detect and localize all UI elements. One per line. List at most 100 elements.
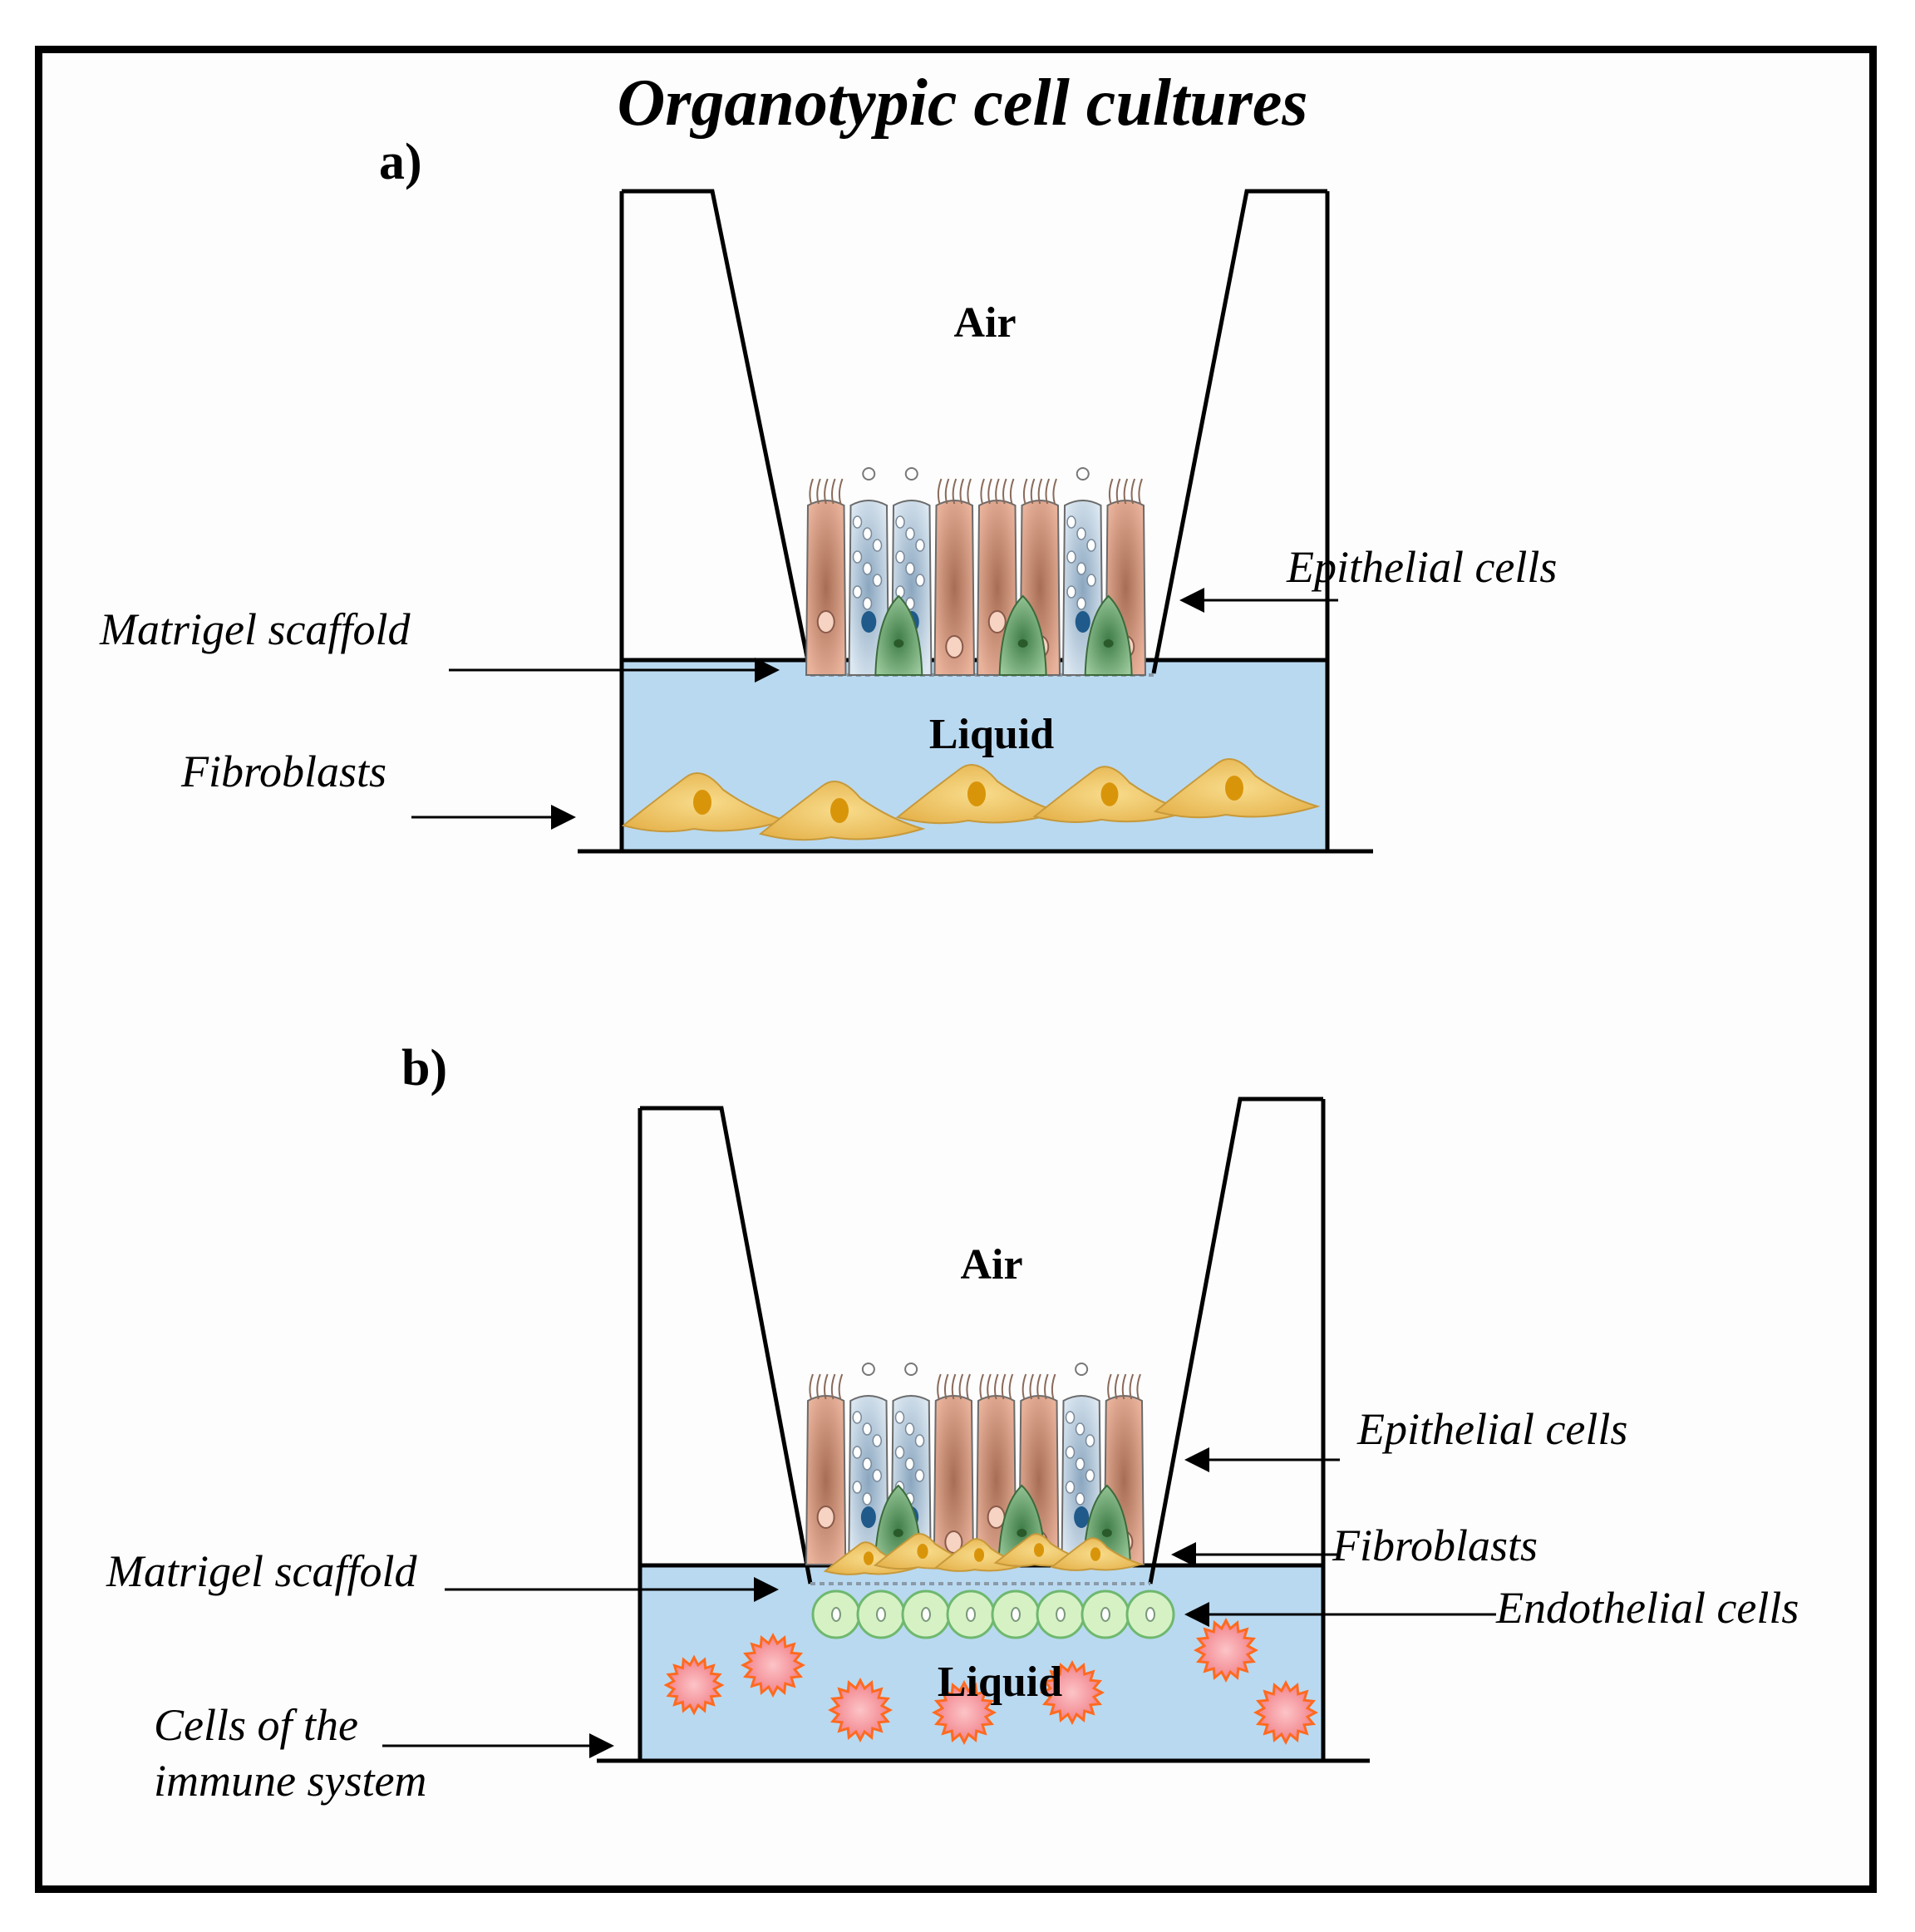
mucus-granule xyxy=(872,1469,882,1482)
immune-cell xyxy=(828,1678,893,1742)
mucus-granule xyxy=(1075,1457,1085,1471)
figure-title: Organotypic cell cultures xyxy=(617,67,1307,140)
endothelial-nucleus xyxy=(876,1607,886,1622)
cilium xyxy=(937,1373,942,1400)
mucus-granule xyxy=(1086,539,1096,552)
fibroblast-nucleus xyxy=(1100,782,1119,806)
mucus-granule xyxy=(852,515,863,529)
fibroblast-nucleus xyxy=(1225,776,1243,801)
mucus-granule xyxy=(915,539,925,552)
fibroblast-nucleus xyxy=(1090,1547,1101,1561)
mucus-granule xyxy=(895,550,905,564)
panel-b-immune-label-line1: Cells of the xyxy=(154,1700,358,1750)
mucus-granule xyxy=(894,1411,905,1424)
cilium xyxy=(937,478,943,505)
cell-nucleus xyxy=(1074,1506,1090,1528)
panel-a: a) Air Liquid Epithelial cells Matrigel … xyxy=(99,134,1557,854)
mucus-granule xyxy=(905,527,915,540)
cilium xyxy=(987,1373,992,1400)
endothelial-nucleus xyxy=(921,1607,931,1622)
cilium xyxy=(830,1373,836,1400)
cilium xyxy=(838,1373,844,1400)
panel-a-fibroblasts xyxy=(621,758,1321,841)
endothelial-nucleus xyxy=(1145,1607,1155,1622)
cell-nucleus xyxy=(987,610,1007,633)
mucus-granule xyxy=(862,1492,872,1506)
cell-nucleus xyxy=(816,610,835,633)
cilium xyxy=(943,1373,949,1400)
panel-a-label: a) xyxy=(379,134,422,190)
mucus-granule xyxy=(1076,562,1086,575)
panel-a-matrigel-label: Matrigel scaffold xyxy=(99,604,411,654)
cilium xyxy=(1044,1373,1049,1400)
cilium xyxy=(987,478,992,505)
mucus-droplet xyxy=(1076,467,1090,481)
cilium xyxy=(979,1373,984,1400)
cilium xyxy=(944,478,950,505)
mucus-granule xyxy=(895,585,905,599)
cilium xyxy=(1030,478,1036,505)
mucus-granule xyxy=(1075,1422,1085,1436)
cilium xyxy=(1115,478,1121,505)
cilium xyxy=(1021,1373,1027,1400)
cilium xyxy=(1022,478,1028,505)
cilium xyxy=(1114,1373,1120,1400)
mucus-droplet xyxy=(904,467,918,481)
cilium xyxy=(831,478,836,505)
immune-cell xyxy=(1253,1680,1318,1745)
endothelial-nucleus xyxy=(831,1607,841,1622)
mucus-granule xyxy=(852,1411,862,1424)
mucus-granule xyxy=(1076,597,1086,610)
mucus-droplet xyxy=(904,1363,918,1376)
cell-nucleus xyxy=(1075,611,1090,633)
cilium xyxy=(1037,478,1043,505)
cilium xyxy=(1129,1373,1135,1400)
panel-a-air-label: Air xyxy=(953,299,1016,347)
fibroblast-nucleus xyxy=(967,781,986,806)
cilium xyxy=(809,1373,814,1400)
endothelial-nucleus xyxy=(1056,1607,1066,1622)
panel-b-fibroblasts xyxy=(823,1533,1145,1575)
mucus-granule xyxy=(1085,1469,1095,1482)
panel-a-insert xyxy=(622,189,1327,674)
mucus-granule xyxy=(1066,550,1076,564)
panel-b-epithelium xyxy=(805,1363,1145,1565)
cell-nucleus xyxy=(894,639,904,648)
cilium xyxy=(995,478,1000,505)
mucus-granule xyxy=(872,1434,882,1447)
cell-nucleus xyxy=(816,1506,835,1529)
cilium xyxy=(838,478,844,505)
mucus-granule xyxy=(1066,515,1076,529)
cilium xyxy=(980,478,985,505)
fibroblast-nucleus xyxy=(693,790,711,815)
mucus-granule xyxy=(915,574,925,587)
cilium xyxy=(1130,478,1136,505)
cell-nucleus xyxy=(861,611,877,633)
cilium xyxy=(994,1373,999,1400)
fibroblast-nucleus xyxy=(1033,1543,1045,1557)
cilium xyxy=(958,1373,964,1400)
mucus-granule xyxy=(852,1446,862,1459)
cilium xyxy=(1045,478,1051,505)
cilium xyxy=(1036,1373,1041,1400)
mucus-granule xyxy=(852,550,863,564)
panel-a-liquid-label: Liquid xyxy=(929,711,1054,758)
mucus-granule xyxy=(1075,1492,1085,1506)
ciliated-cell xyxy=(933,1395,975,1565)
panel-b-matrigel-label: Matrigel scaffold xyxy=(106,1546,417,1596)
mucus-granule xyxy=(1065,1481,1076,1494)
mucus-granule xyxy=(852,1481,862,1494)
mucus-granule xyxy=(872,539,883,552)
mucus-granule xyxy=(862,1457,872,1471)
cell-nucleus xyxy=(1017,639,1028,648)
panel-b-endothelium xyxy=(811,1589,1175,1639)
cilium xyxy=(1107,1373,1112,1400)
ciliated-cell xyxy=(805,500,847,676)
mucus-droplet xyxy=(862,467,876,481)
cilium xyxy=(952,478,958,505)
mucus-granule xyxy=(1076,527,1086,540)
cilium xyxy=(1051,1373,1056,1400)
basal-cell xyxy=(1084,594,1133,676)
cilium xyxy=(1001,1373,1007,1400)
panel-b-air-label: Air xyxy=(960,1241,1022,1289)
